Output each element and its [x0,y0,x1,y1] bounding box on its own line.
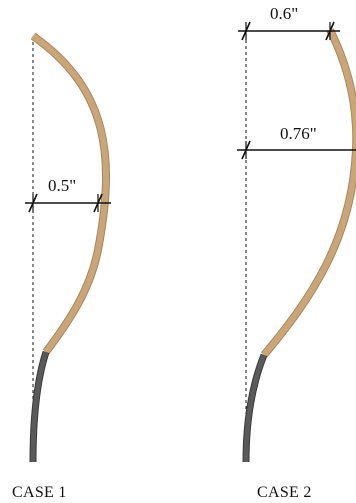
case-1-group: 0.5" CASE 1 [12,32,111,501]
case-2-top-dimension-label: 0.6" [270,4,298,23]
case-1-metal-member [30,351,49,463]
case-2-mid-dimension-label: 0.76" [280,124,317,143]
case-2-group: 0.6" 0.76" CASE 2 [237,4,356,501]
case-2-wood-member-edge [260,28,356,358]
case-2-wood-member [261,28,356,357]
case-1-dimension-label: 0.5" [48,176,76,195]
case-2-label: CASE 2 [257,484,312,501]
case-2-metal-member [243,354,267,463]
case-1-label: CASE 1 [12,484,67,501]
case-1-wood-member [31,33,109,354]
